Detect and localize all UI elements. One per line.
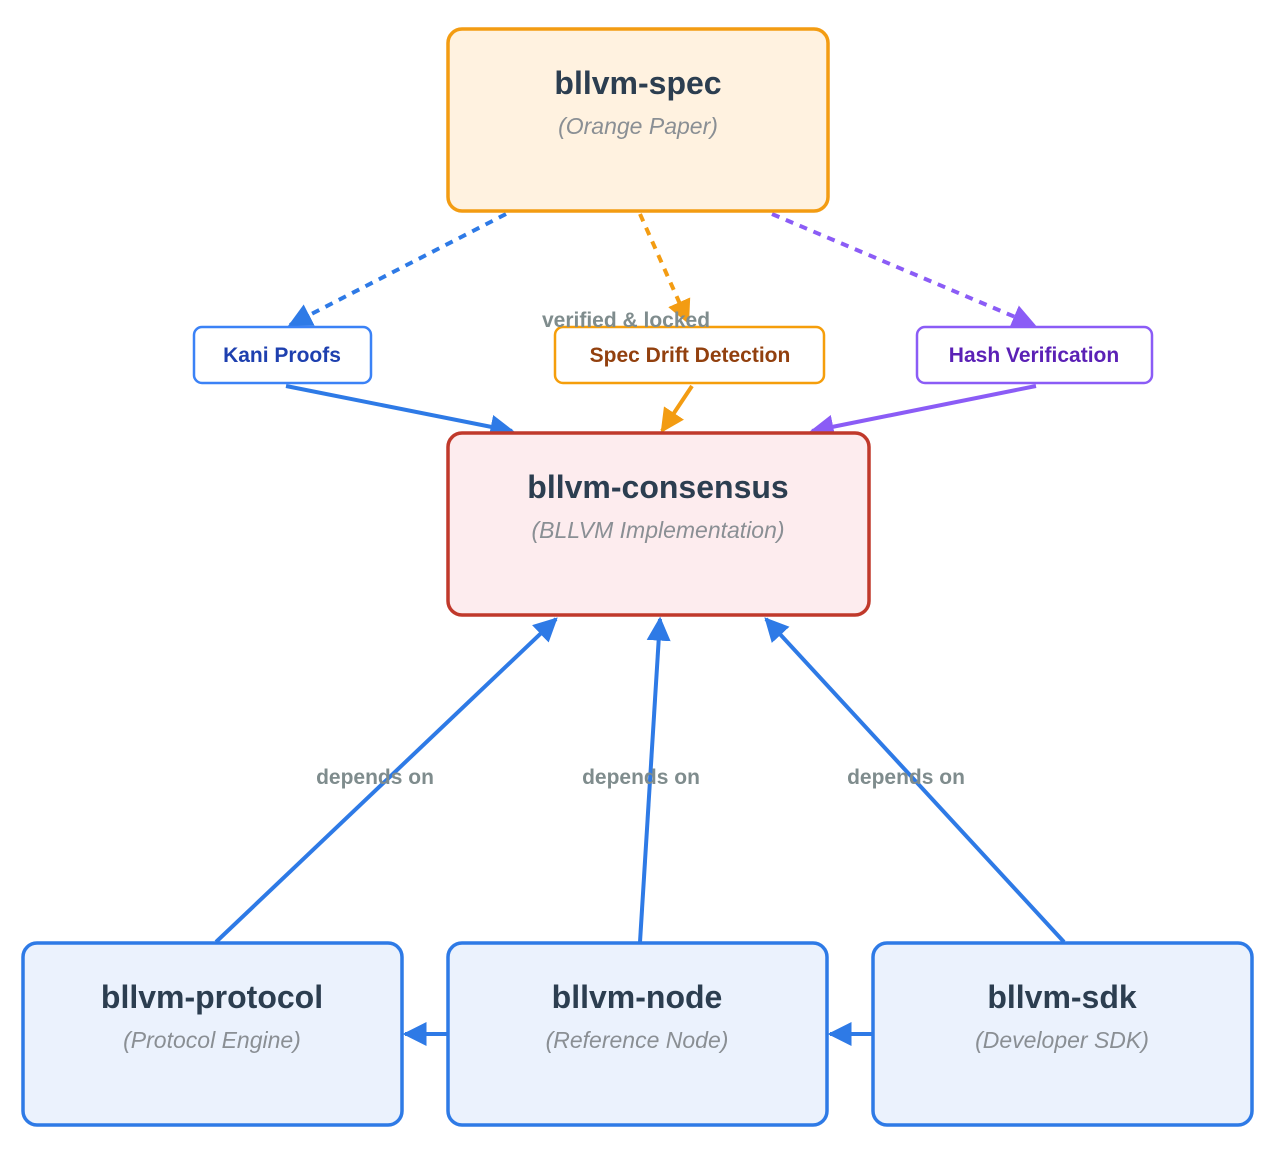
chip-box — [192, 325, 373, 385]
edge-spec-to-kani — [287, 212, 507, 327]
node-title: bllvm-protocol — [101, 979, 323, 1015]
node-subtitle: (Developer SDK) — [975, 1027, 1149, 1053]
node-box — [446, 27, 830, 213]
chip-label: Hash Verification — [949, 344, 1119, 367]
edge-kani-to-consensus — [285, 384, 515, 439]
node-title: bllvm-consensus — [527, 469, 788, 505]
edge-protocol-to-consensus — [214, 617, 558, 944]
node-box — [21, 941, 404, 1127]
edge-label-sdk-depends: depends on — [847, 766, 965, 789]
chip-hash-verification: Hash Verification — [915, 325, 1154, 385]
node-box — [446, 431, 871, 617]
node-box — [871, 941, 1254, 1127]
node-bllvm-sdk: bllvm-sdk (Developer SDK) — [871, 941, 1254, 1127]
node-box — [446, 941, 829, 1127]
edge-hash-to-consensus — [809, 384, 1037, 439]
node-bllvm-consensus: bllvm-consensus (BLLVM Implementation) — [446, 431, 871, 617]
edge-spec-to-drift — [638, 213, 691, 325]
node-subtitle: (Reference Node) — [546, 1027, 729, 1053]
node-title: bllvm-spec — [554, 65, 721, 101]
chip-box — [553, 325, 826, 385]
chip-label: Kani Proofs — [223, 344, 341, 367]
node-title: bllvm-node — [552, 979, 723, 1015]
node-bllvm-node: bllvm-node (Reference Node) — [446, 941, 829, 1127]
node-bllvm-spec: bllvm-spec (Orange Paper) — [446, 27, 830, 213]
edge-label-protocol-depends: depends on — [316, 766, 434, 789]
chip-box — [915, 325, 1154, 385]
chip-kani-proofs: Kani Proofs — [192, 325, 373, 385]
node-subtitle: (BLLVM Implementation) — [531, 517, 784, 543]
node-subtitle: (Orange Paper) — [558, 113, 718, 139]
edge-label-verified-locked: verified & locked — [542, 309, 710, 332]
node-subtitle: (Protocol Engine) — [123, 1027, 301, 1053]
edge-sdk-to-consensus — [764, 617, 1066, 944]
edge-label-node-depends: depends on — [582, 766, 700, 789]
edge-spec-to-hash — [771, 212, 1037, 328]
node-title: bllvm-sdk — [987, 979, 1137, 1015]
edge-drift-to-consensus — [660, 384, 694, 433]
chip-label: Spec Drift Detection — [590, 344, 791, 367]
edge-node-to-consensus — [638, 616, 671, 943]
node-bllvm-protocol: bllvm-protocol (Protocol Engine) — [21, 941, 404, 1127]
chip-spec-drift-detection: Spec Drift Detection — [553, 325, 826, 385]
